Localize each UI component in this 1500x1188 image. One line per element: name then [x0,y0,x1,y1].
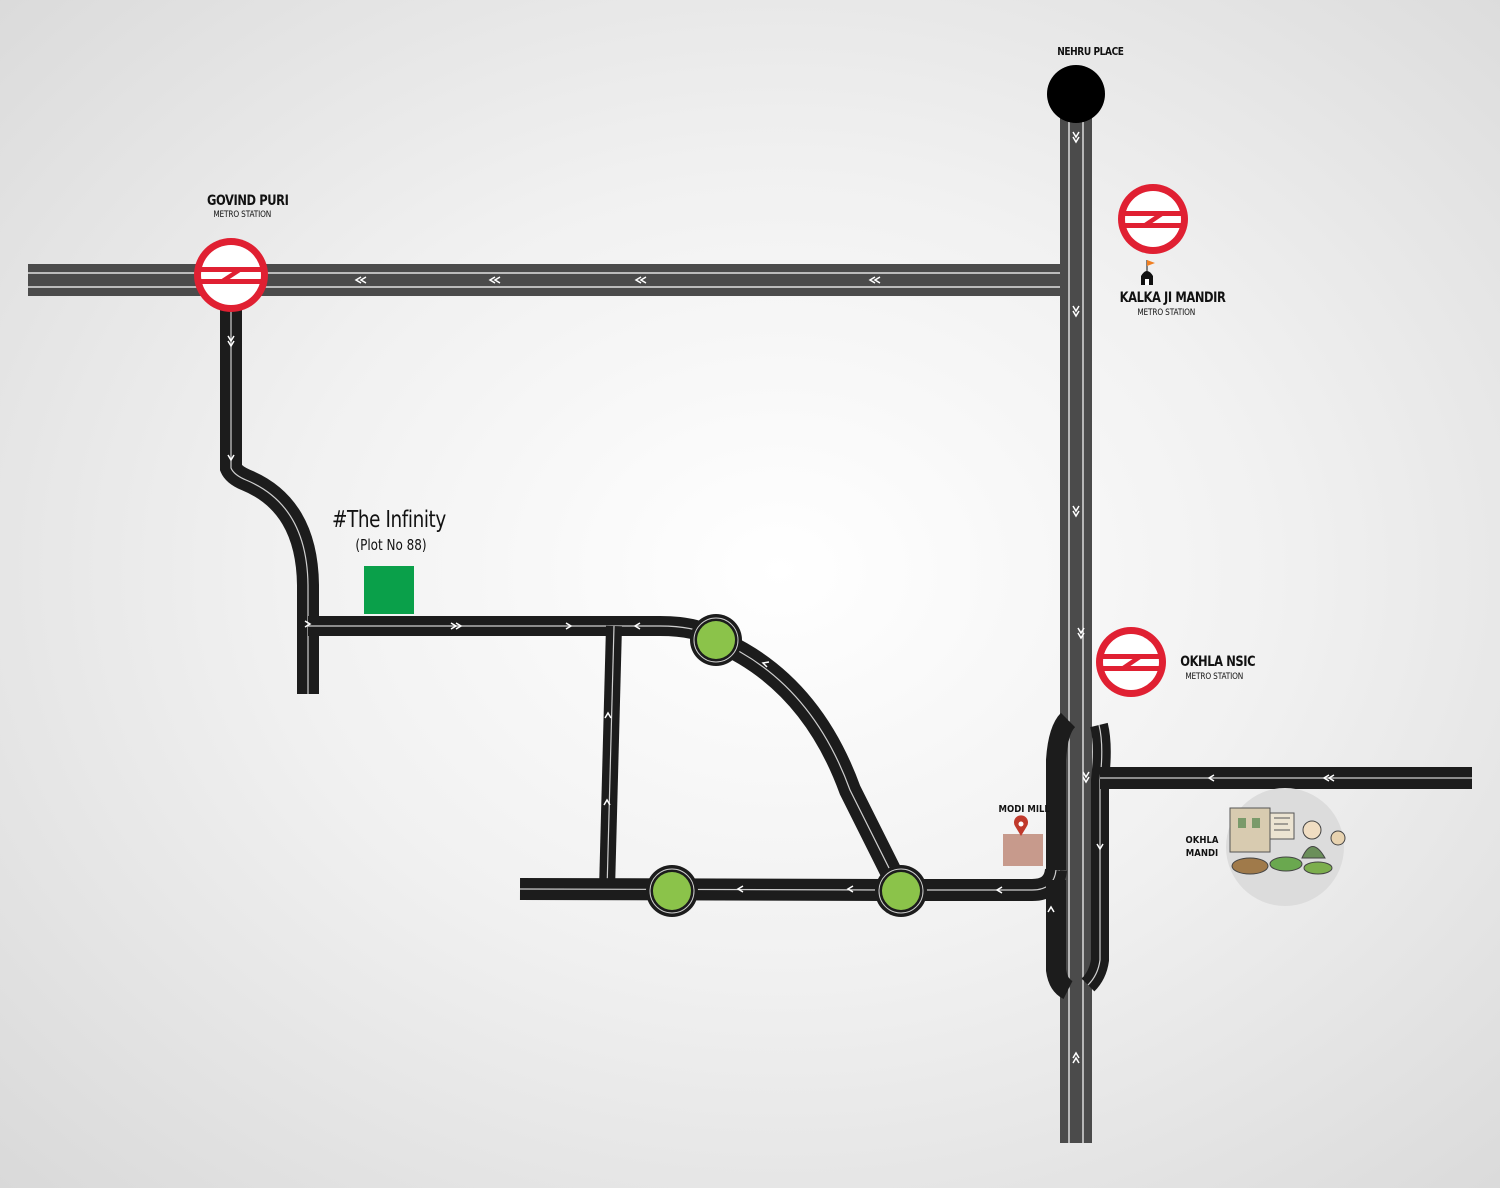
metro-icon-govind-puri [194,238,268,312]
govind-puri-station-name: GOVIND PURI [206,193,289,209]
temple-icon [1141,260,1155,285]
road-plot-88 [308,616,723,648]
highway-nehru-place-road [1060,95,1092,1143]
road-okhla-junction-loop [1046,712,1076,999]
okhla-nsic-station-name: OKHLA NSIC [1180,654,1256,670]
location-pin-icon [1014,815,1028,836]
nehru-place-marker [1047,65,1105,123]
kalkaji-station-name: KALKA JI MANDIR [1119,290,1226,306]
local-roads [220,310,1472,999]
roundabout-southeast [875,865,927,917]
okhla-mandi-illustration [1226,788,1346,906]
project-title: #The Infinity [332,507,446,533]
road-diagonal [711,629,910,895]
roundabout-north [690,614,742,666]
project-subtitle: (Plot No 88) [355,536,427,554]
highway-govindpuri-road [28,264,1066,296]
roundabout-southwest [646,865,698,917]
metro-icon-okhla-nsic [1096,627,1166,697]
nehru-place-label: NEHRU PLACE [1057,45,1124,58]
modi-mill-marker [1003,834,1043,866]
project-plot-marker [364,566,414,614]
govind-puri-station-type: METRO STATION [213,210,272,220]
road-govindpuri-south [220,310,319,694]
direction-arrows [227,131,1335,1064]
okhla-mandi-label-line2: MANDI [1185,848,1219,859]
okhla-nsic-station-type: METRO STATION [1185,672,1244,682]
kalkaji-station-type: METRO STATION [1137,308,1196,318]
modi-mill-label: MODI MILL [998,804,1050,815]
metro-icon-kalkaji [1118,184,1188,254]
okhla-mandi-label-line1: OKHLA [1185,835,1219,846]
